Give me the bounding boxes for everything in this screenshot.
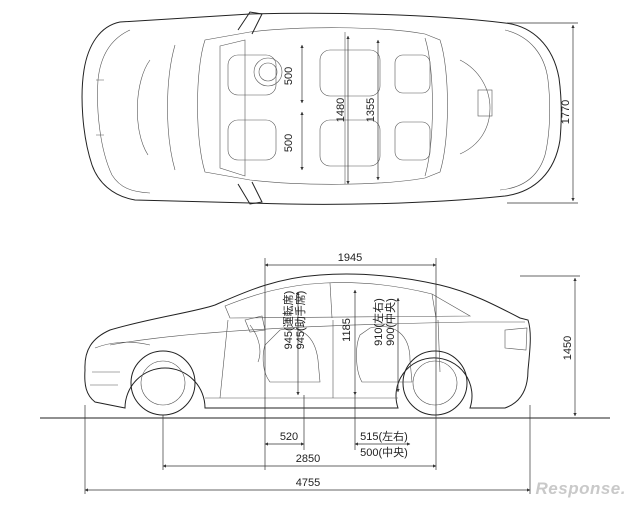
dim-overall-length: 4755 [296,477,320,489]
dim-headroom-front-a: 945(運転席) [281,291,295,350]
dim-rear-hip-a: 515(左右) [360,429,408,443]
watermark-logo: Response. [535,479,626,498]
dim-headroom-rear-b: 900(中央) [384,298,397,346]
dim-wheelbase: 2850 [296,453,320,465]
dim-front-hip: 520 [280,431,298,443]
dim-top-width-front: 1480 [335,98,347,122]
side-view-car [84,273,531,416]
dim-overall-height: 1450 [562,336,574,360]
dim-top-seat-rear: 500 [283,134,295,152]
dim-top-seat-front: 500 [283,67,295,85]
top-view-car [81,11,562,205]
dim-headroom-front-b: 945(助手席) [293,291,307,350]
top-view-dimension-lines [300,22,578,204]
dim-overall-width: 1770 [560,100,572,124]
dim-interior-length: 1945 [338,252,362,264]
dim-rear-hip-b: 500(中央) [360,446,408,459]
dim-top-width-rear: 1355 [365,98,377,122]
side-view-dimension-lines [84,258,580,494]
dim-cabin-height: 1185 [341,318,353,342]
dim-headroom-rear-a: 910(左右) [371,298,385,346]
